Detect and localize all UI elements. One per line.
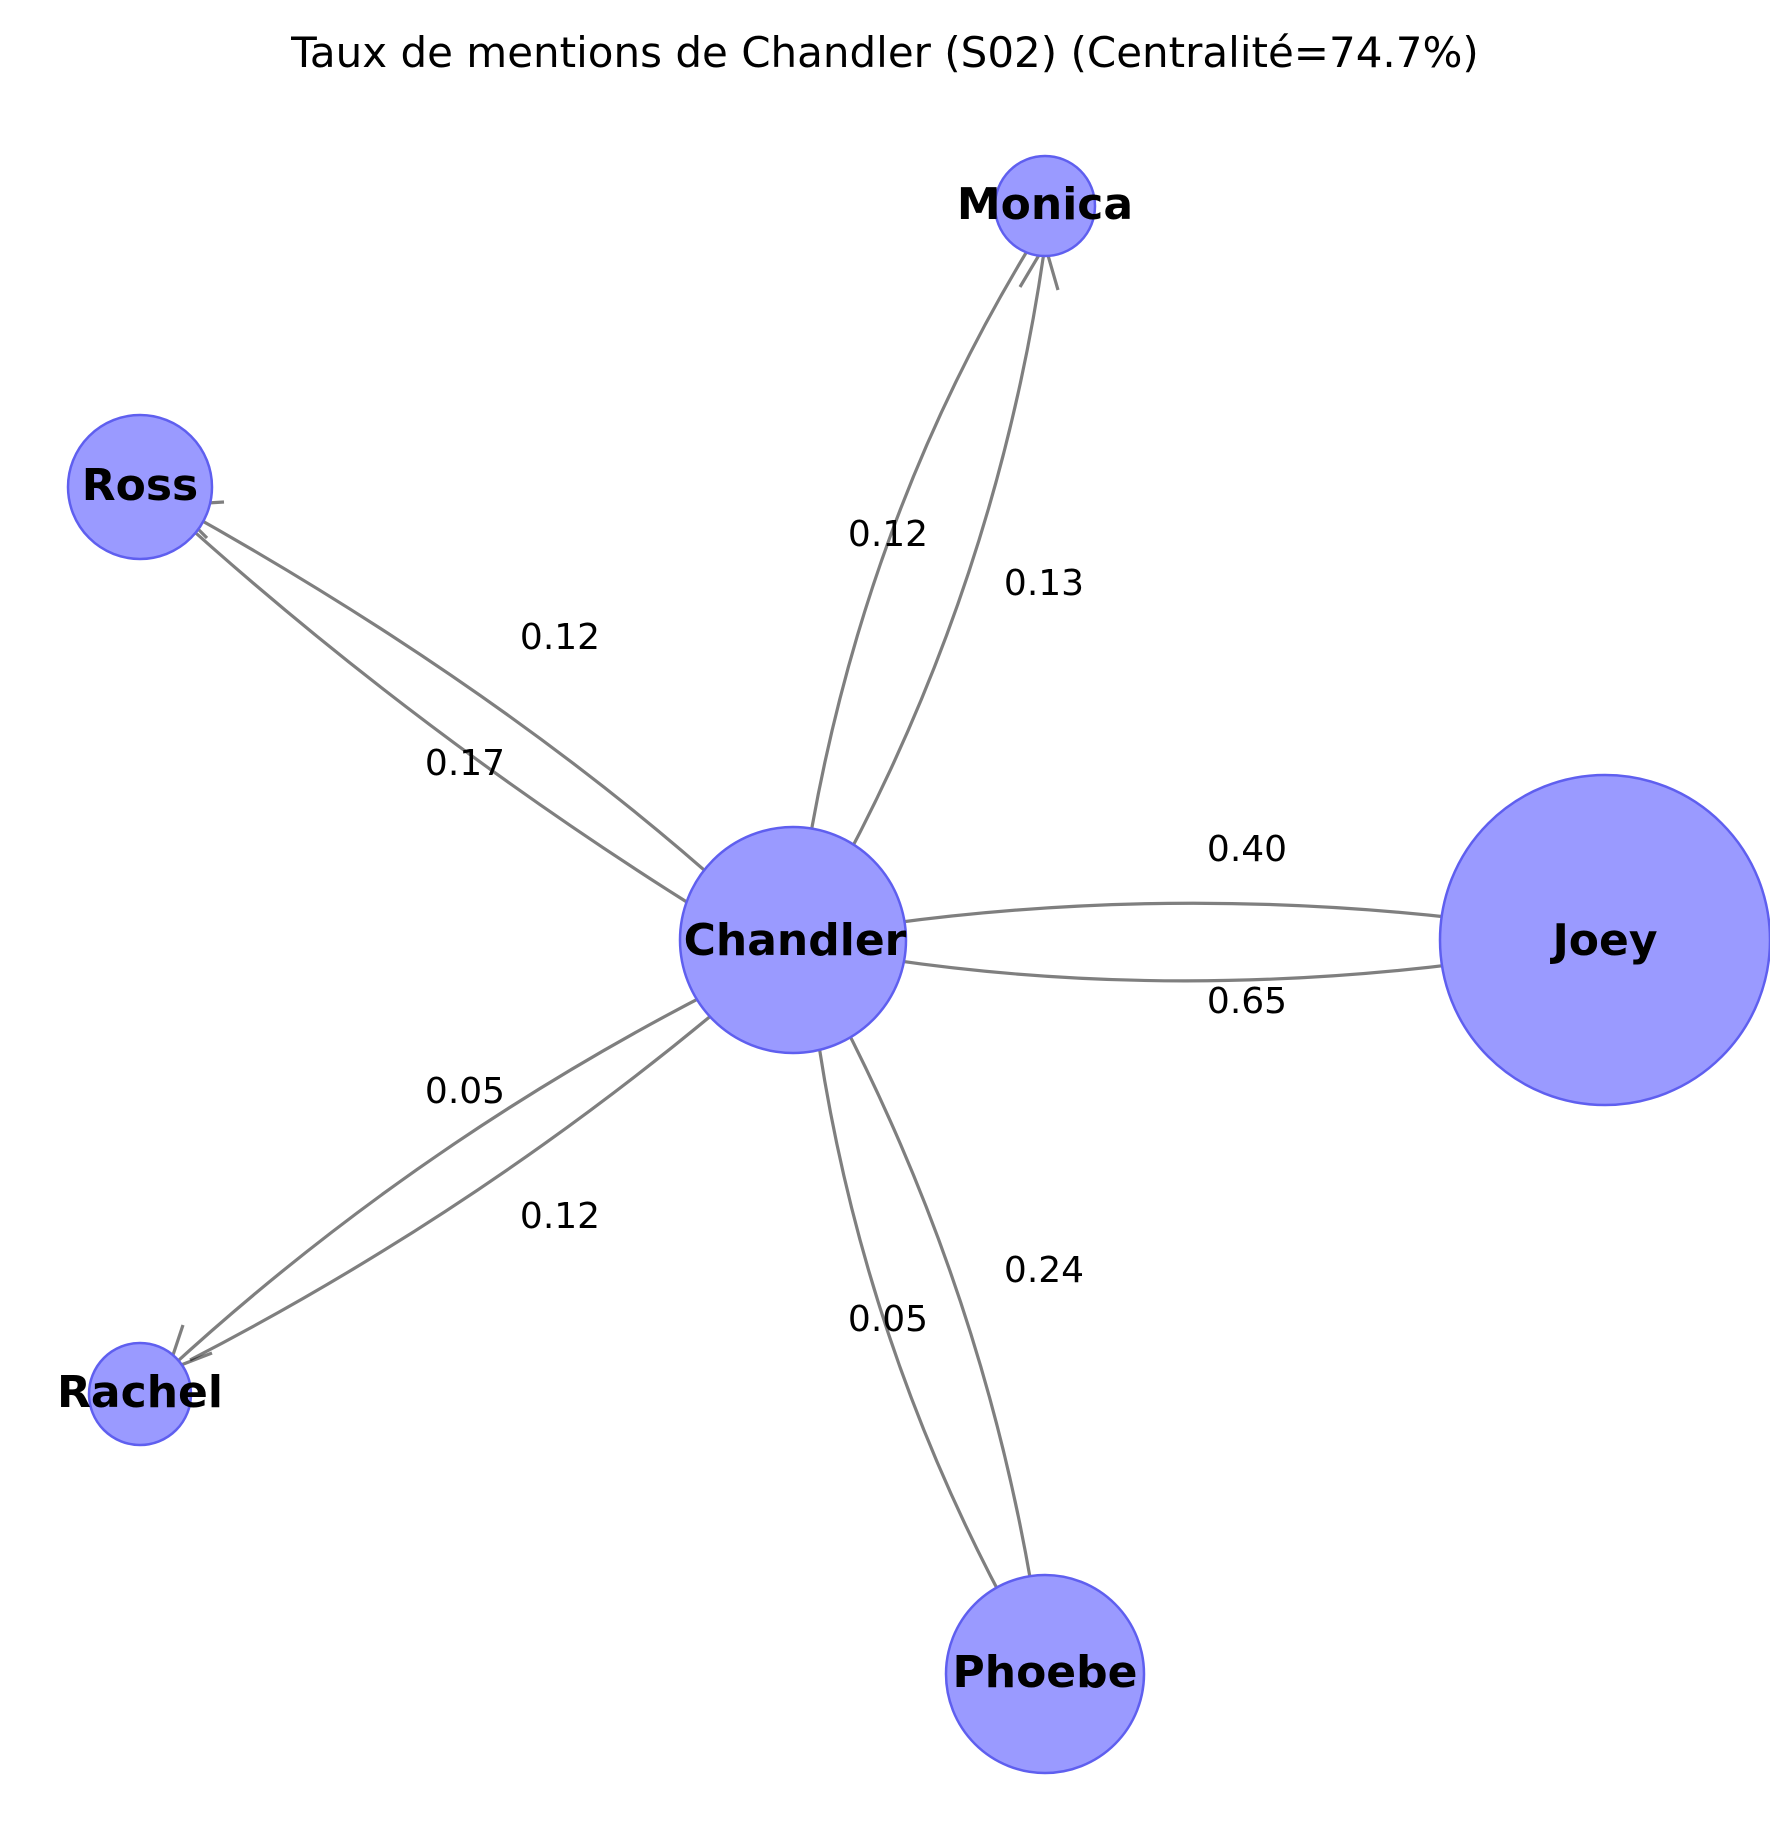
edge-label-joey-chandler: 0.40	[1207, 829, 1287, 870]
node-label-phoebe: Phoebe	[953, 1647, 1138, 1698]
edge-phoebe-chandler	[816, 974, 1042, 1641]
node-ross	[66, 413, 214, 561]
edge-label-phoebe-chandler: 0.24	[1004, 1250, 1084, 1291]
node-joey	[1438, 773, 1770, 1107]
edge-chandler-monica	[815, 244, 1047, 913]
node-label-chandler: Chandler	[684, 915, 907, 966]
diagram-title: Taux de mentions de Chandler (S02) (Cent…	[290, 28, 1479, 77]
node-label-ross: Ross	[82, 460, 199, 511]
node-labels-layer: Chandler Joey Monica Ross Rachel Phoebe	[57, 179, 1658, 1698]
node-label-monica: Monica	[957, 179, 1133, 230]
edge-chandler-ross	[173, 503, 767, 927]
edge-label-chandler-rachel: 0.05	[425, 1071, 505, 1112]
edge-monica-chandler	[798, 242, 1034, 904]
edge-label-chandler-joey: 0.65	[1207, 981, 1287, 1022]
node-phoebe	[944, 1573, 1146, 1775]
edge-chandler-phoebe	[808, 977, 1027, 1641]
edge-label-chandler-ross: 0.12	[520, 617, 600, 658]
node-label-rachel: Rachel	[57, 1367, 223, 1418]
edge-labels-layer: 0.65 0.40 0.13 0.12 0.12 0.17 0.05 0.12 …	[425, 514, 1287, 1340]
edge-label-monica-chandler: 0.12	[848, 514, 928, 555]
edge-label-chandler-phoebe: 0.05	[848, 1299, 928, 1340]
node-label-joey: Joey	[1549, 915, 1657, 966]
node-monica	[993, 154, 1097, 258]
node-chandler	[678, 825, 908, 1055]
edge-chandler-rachel	[166, 956, 781, 1372]
edge-rachel-chandler	[189, 968, 767, 1362]
edge-label-chandler-monica: 0.13	[1004, 563, 1084, 604]
node-rachel	[87, 1341, 193, 1447]
edge-label-ross-chandler: 0.17	[425, 743, 505, 784]
edge-ross-chandler	[166, 506, 779, 960]
nodes-layer	[66, 154, 1770, 1775]
edge-label-rachel-chandler: 0.12	[520, 1196, 600, 1237]
